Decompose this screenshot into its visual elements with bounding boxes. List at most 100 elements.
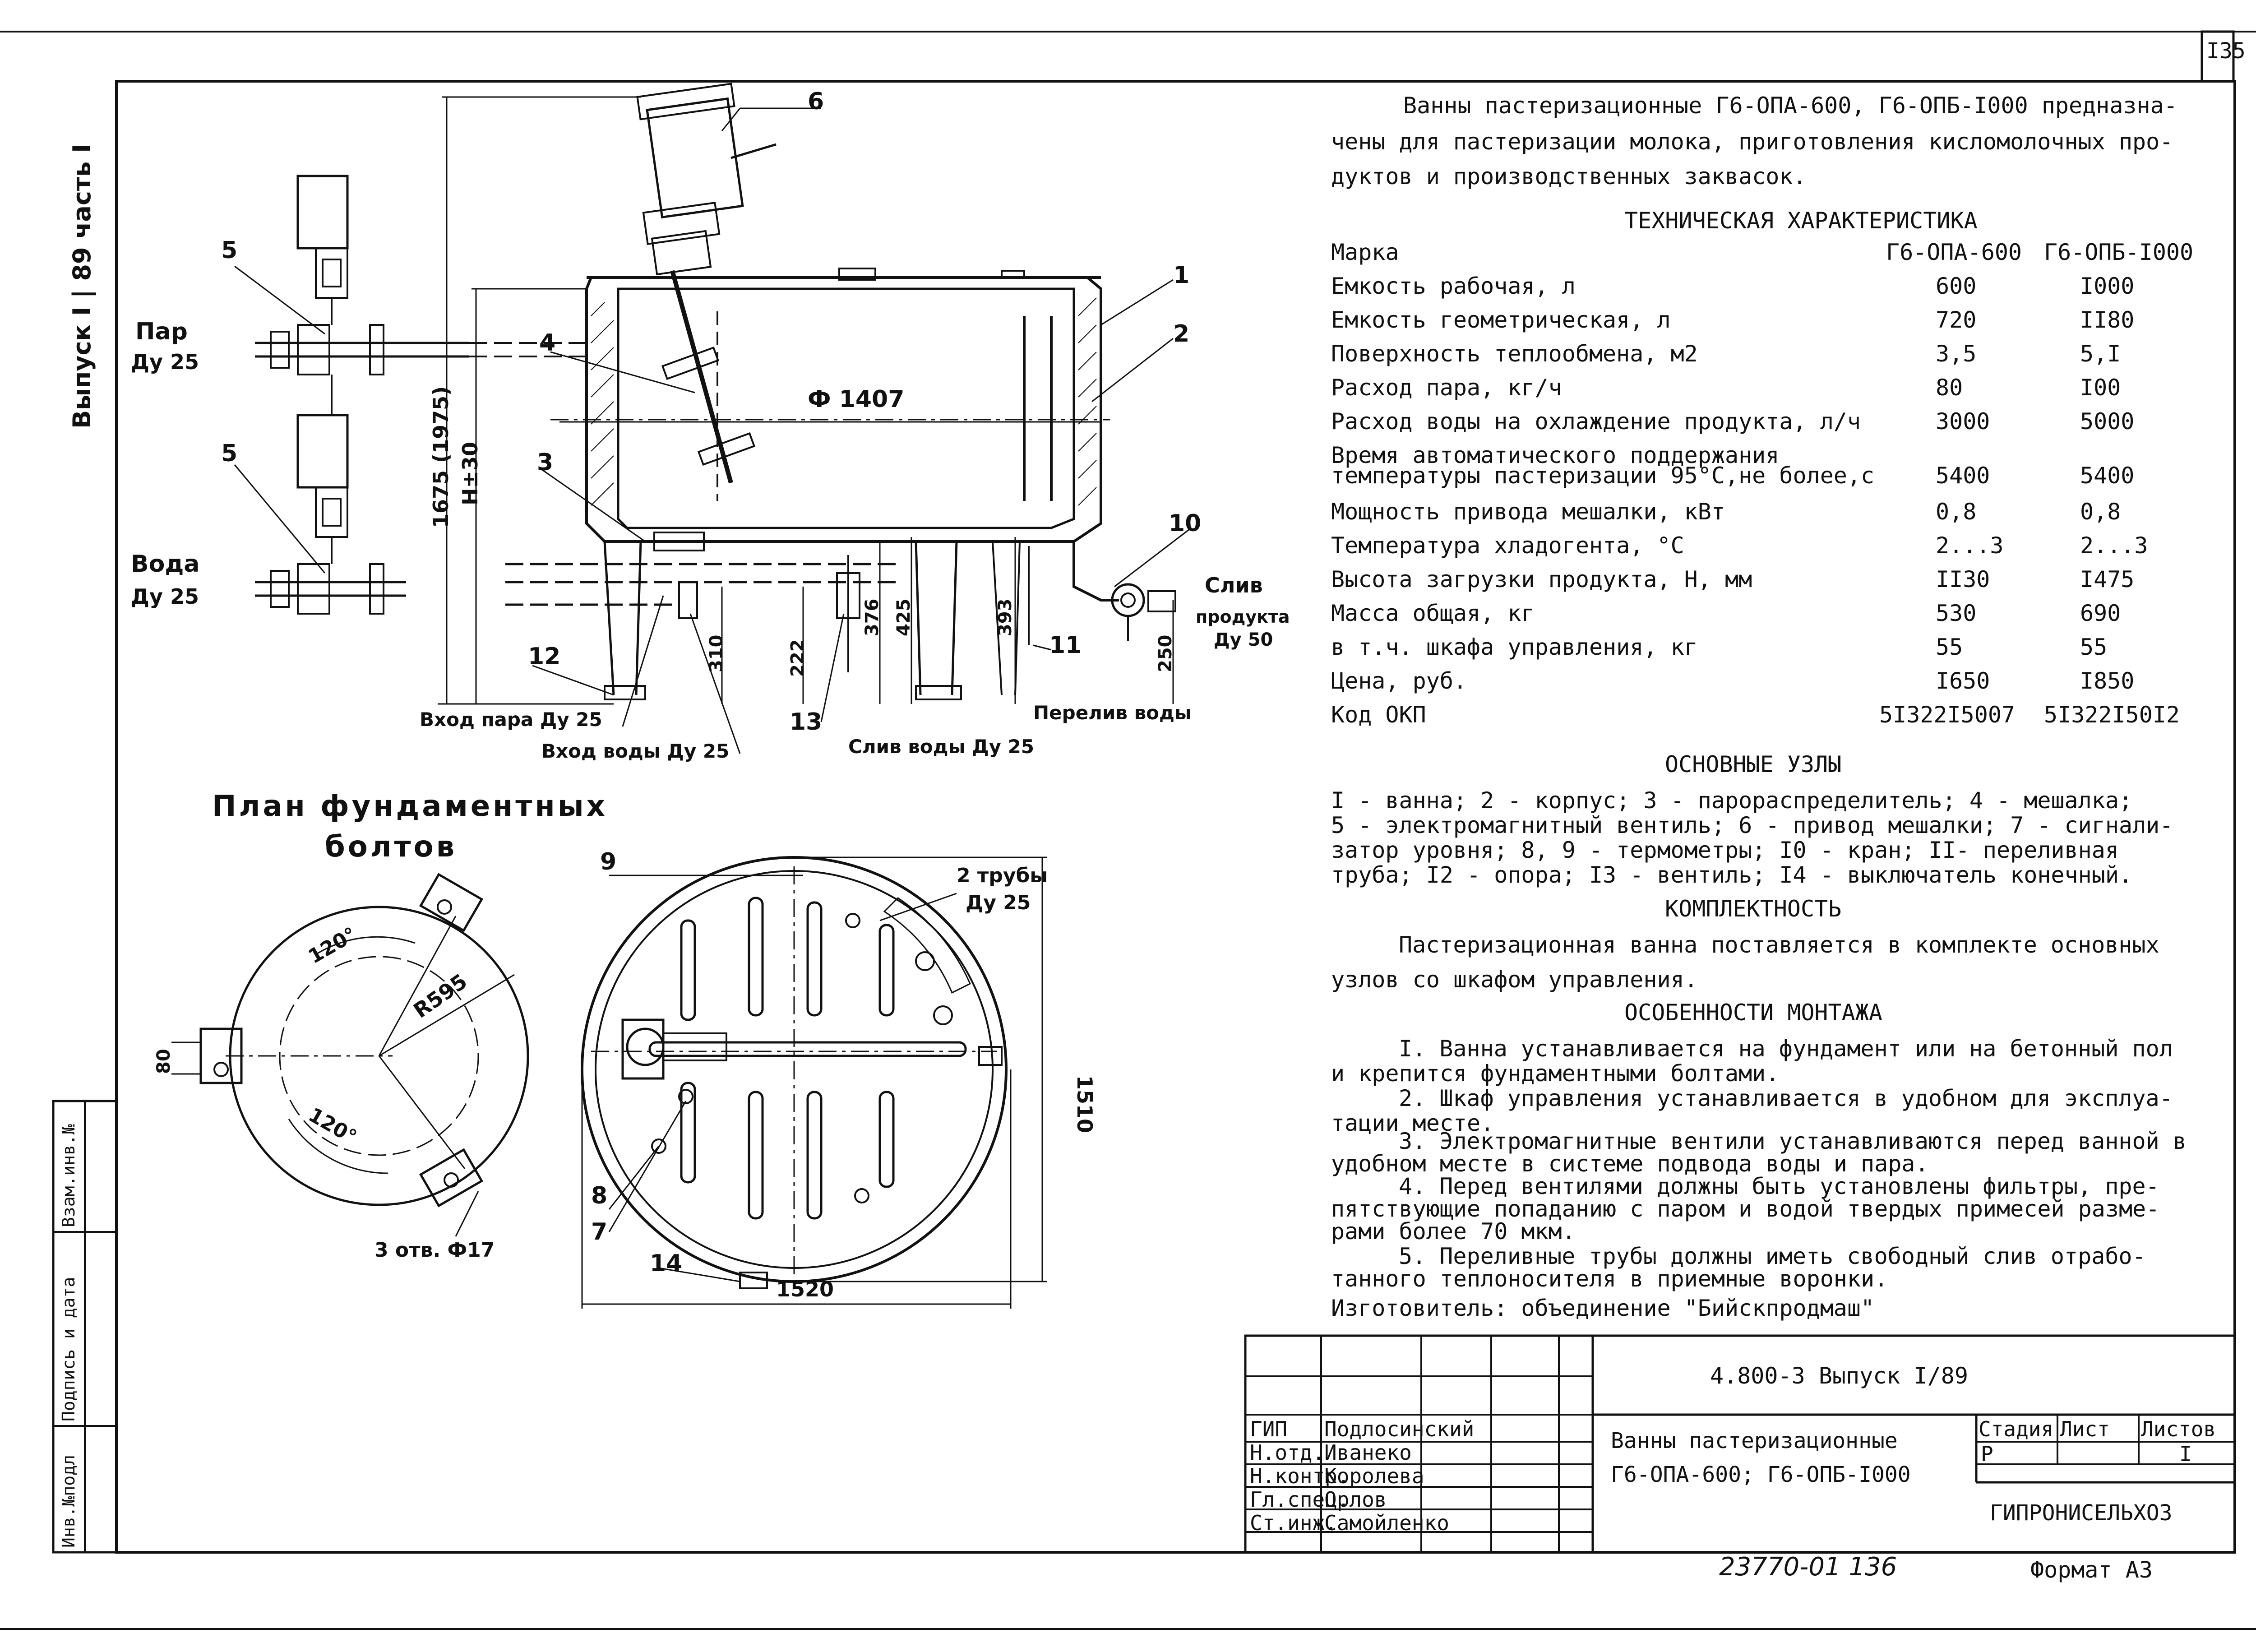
tech-row-value-1: 720	[1936, 307, 1977, 333]
mount-line-10: 5. Переливные трубы должны иметь свободн…	[1399, 1243, 2146, 1269]
tech-row-value-1: 2...3	[1936, 532, 2004, 559]
tech-row-value-1: 5400	[1936, 463, 1990, 489]
tech-row-label: Температура хладогента, °С	[1331, 532, 1684, 559]
dim-425: 425	[893, 598, 914, 637]
callout-8: 8	[591, 1182, 608, 1209]
sheets-header: Листов	[2141, 1417, 2216, 1441]
mount-line-2: и крепится фундаментными болтами.	[1331, 1060, 1780, 1087]
tech-row-value-2: Г6-ОПБ-I000	[2044, 239, 2194, 265]
callout-2: 2	[1173, 320, 1190, 347]
units-line-1: I - ванна; 2 - корпус; 3 - парораспредел…	[1331, 787, 2133, 814]
intro-line-1: Ванны пастеризационные Г6-ОПА-600, Г6-ОП…	[1403, 93, 2177, 119]
units-line-4: труба; I2 - опора; I3 - вентиль; I4 - вы…	[1331, 862, 2133, 888]
tech-row-value-1: 600	[1936, 273, 1977, 299]
dim-393: 393	[995, 598, 1016, 637]
tech-row-label: Расход пара, кг/ч	[1331, 375, 1562, 401]
callout-4: 4	[539, 329, 556, 356]
signer-name: Иванеко	[1324, 1440, 1412, 1465]
dim-1510: 1510	[1073, 1075, 1097, 1134]
tech-row-value-2: II80	[2080, 307, 2135, 333]
tech-row-label: Поверхность теплообмена, м2	[1331, 341, 1698, 367]
callout-1: 1	[1173, 262, 1190, 289]
mount-line-3: 2. Шкаф управления устанавливается в удо…	[1399, 1085, 2173, 1111]
stage-header: Стадия	[1979, 1417, 2054, 1441]
kit-title: КОМПЛЕКТНОСТЬ	[1665, 896, 1842, 922]
tech-row-value-1: 3000	[1936, 408, 1990, 435]
strip-replace: Взам.инв.№	[59, 1124, 79, 1227]
tech-row-value-1: 0,8	[1936, 499, 1977, 525]
tech-row-label: Мощность привода мешалки, кВт	[1331, 499, 1725, 525]
label-diameter: Ф 1407	[808, 386, 905, 413]
signer-role: Н.контр.	[1250, 1464, 1350, 1488]
mount-line-1: I. Ванна устанавливается на фундамент ил…	[1399, 1036, 2173, 1062]
plan-title-1: План фундаментных	[212, 790, 608, 823]
dim-250: 250	[1155, 634, 1176, 673]
label-par: Пар	[135, 318, 188, 345]
tech-row-label: Время автоматического поддержания	[1331, 442, 1780, 468]
callout-11: 11	[1049, 632, 1082, 659]
tech-row-value-1: 55	[1936, 634, 1963, 660]
page-number: I35	[2206, 38, 2246, 64]
signer-role: Ст.инж.	[1250, 1511, 1337, 1535]
dim-376: 376	[862, 598, 883, 637]
callout-13: 13	[790, 708, 823, 736]
callout-10: 10	[1169, 510, 1202, 537]
callout-14: 14	[650, 1250, 683, 1277]
tech-row-value-2: I00	[2080, 375, 2121, 401]
units-line-2: 5 - электромагнитный вентиль; 6 - привод…	[1331, 812, 2173, 838]
label-sliv: Слив	[1205, 573, 1263, 597]
units-title: ОСНОВНЫЕ УЗЛЫ	[1665, 751, 1842, 777]
signer-name: Самойленко	[1324, 1511, 1449, 1535]
units-line-3: затор уровня; 8, 9 - термометры; I0 - кр…	[1331, 837, 2119, 863]
pipes-label-2: Ду 25	[966, 891, 1031, 914]
sheet-header: Лист	[2060, 1417, 2110, 1441]
signer-role: Гл.спец.	[1250, 1487, 1350, 1512]
label-vhod-vody: Вход воды Ду 25	[541, 740, 730, 762]
holes-label: 3 отв. Ф17	[374, 1239, 495, 1262]
intro-line-3: дуктов и производственных заквасок.	[1331, 163, 1807, 190]
tech-row-label: Код ОКП	[1331, 702, 1426, 728]
tech-row-value-2: 5400	[2080, 463, 2135, 489]
sheet-value: I	[2179, 1442, 2192, 1466]
maker: Изготовитель: объединение "Бийскпродмаш"	[1331, 1295, 1875, 1321]
tech-row-label: температуры пастеризации 95°С,не более,с	[1331, 463, 1875, 489]
tech-row-value-2: I850	[2080, 668, 2135, 694]
signer-role: Н.отд.	[1250, 1440, 1325, 1465]
callout-12: 12	[528, 643, 561, 670]
mount-line-6: удобном месте в системе подвода воды и п…	[1331, 1151, 1929, 1177]
strip-signature: Подпись и дата	[59, 1277, 79, 1421]
label-sliv-prod: продукта	[1196, 607, 1290, 627]
tech-row-value-2: 2...3	[2080, 532, 2148, 559]
mount-line-11: танного теплоносителя в приемные воронки…	[1331, 1266, 1888, 1292]
dim-1520: 1520	[776, 1277, 834, 1301]
tech-row-value-2: I475	[2080, 566, 2135, 592]
signer-name: Подлосинский	[1324, 1417, 1475, 1441]
pipes-label-1: 2 трубы	[957, 864, 1048, 887]
kit-line-2: узлов со шкафом управления.	[1331, 967, 1698, 993]
callout-3: 3	[537, 449, 554, 476]
tech-row-value-1: Г6-ОПА-600	[1886, 239, 2022, 265]
tech-row-value-2: 5000	[2080, 408, 2135, 435]
callout-7: 7	[591, 1218, 608, 1245]
tech-row-label: Марка	[1331, 239, 1399, 265]
dim-222: 222	[787, 639, 808, 677]
callout-6: 6	[808, 88, 824, 115]
mount-title: ОСОБЕННОСТИ МОНТАЖА	[1624, 1000, 1882, 1026]
callout-5a: 5	[221, 237, 238, 264]
kit-line-1: Пастеризационная ванна поставляется в ко…	[1399, 932, 2159, 958]
label-par-dn: Ду 25	[131, 350, 199, 374]
label-sliv-dn: Ду 50	[1214, 629, 1273, 650]
tech-row-value-1: 5I322I5007	[1879, 702, 2016, 728]
label-voda-dn: Ду 25	[131, 584, 199, 609]
dim-310: 310	[706, 634, 727, 673]
dim-80: 80	[153, 1049, 174, 1074]
tech-row-value-1: 80	[1936, 375, 1963, 401]
tech-row-value-2: 5I322I50I2	[2044, 702, 2180, 728]
tech-row-value-2: 55	[2080, 634, 2108, 660]
tech-row-value-2: 0,8	[2080, 499, 2121, 525]
format: Формат А3	[2030, 1557, 2153, 1583]
tech-row-value-1: II30	[1936, 566, 1990, 592]
signer-name: Королева	[1324, 1464, 1424, 1488]
